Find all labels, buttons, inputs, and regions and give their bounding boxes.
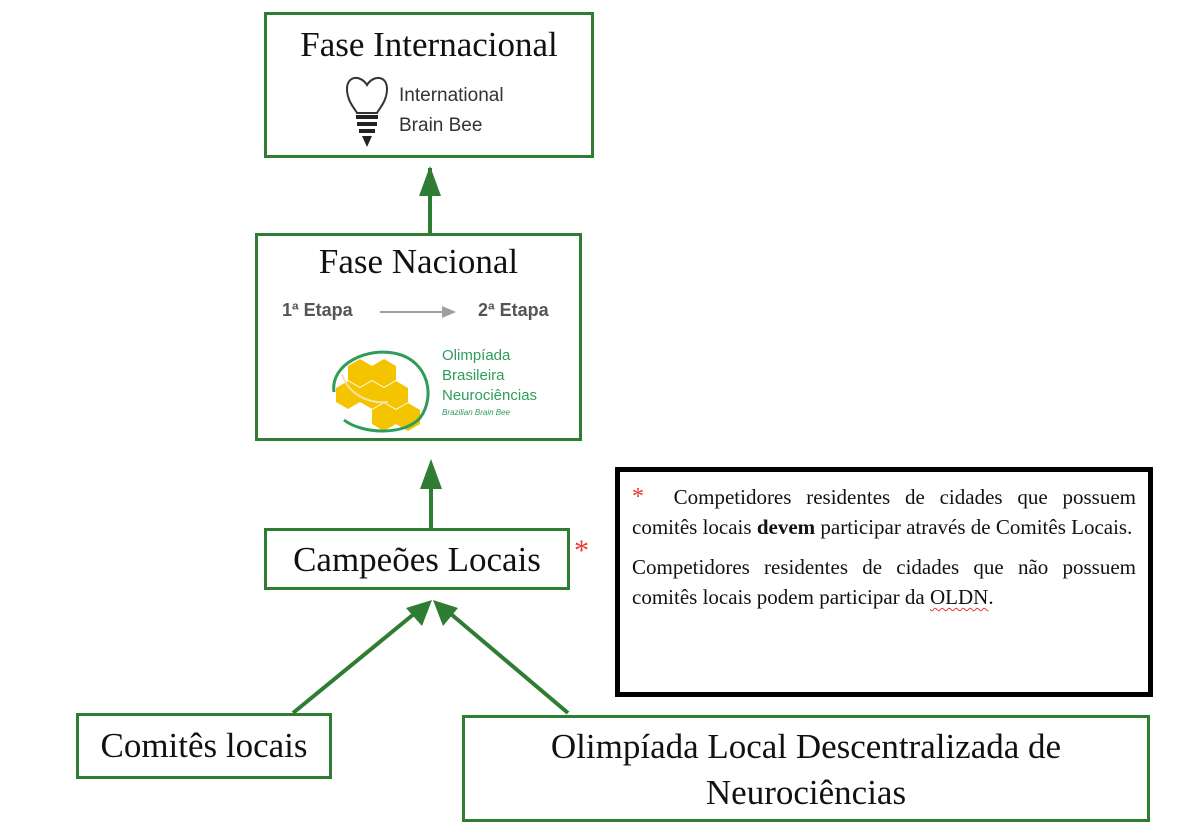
- arrowhead-to-national: [420, 459, 442, 489]
- arrowhead-oldn: [433, 600, 458, 626]
- oldn-honeycomb-logo-icon: [332, 350, 430, 433]
- stage-arrow-icon: [380, 306, 456, 318]
- national-phase-title: Fase Nacional: [318, 242, 519, 281]
- oldn-logo-line1: Olimpíada: [442, 347, 511, 364]
- note-paragraph-2: Competidores residentes de cidades que n…: [632, 552, 1136, 612]
- note-paragraph-1: * Competidores residentes de cidades que…: [632, 482, 1136, 542]
- local-champions-box: Campeões Locais: [264, 528, 570, 590]
- arrow-oldn-to-champions: [443, 607, 570, 715]
- local-committees-title: Comitês locais: [100, 726, 308, 765]
- brain-bee-logo-line1: International: [399, 85, 504, 106]
- oldn-logo-line3: Neurociências: [442, 387, 538, 404]
- stage-2-label: 2ª Etapa: [478, 300, 549, 320]
- note-p2-acronym: OLDN: [929, 585, 989, 609]
- local-champions-title: Campeões Locais: [293, 540, 541, 579]
- arrow-committees-to-champions: [291, 607, 422, 715]
- oldn-box: Olimpíada Local Descentralizada de Neuro…: [462, 715, 1150, 822]
- local-committees-box: Comitês locais: [76, 713, 332, 779]
- stage-1-label: 1ª Etapa: [282, 300, 353, 320]
- note-asterisk: *: [632, 484, 644, 510]
- note-box: * Competidores residentes de cidades que…: [615, 467, 1153, 697]
- oldn-logo-subtitle: Brazilian Brain Bee: [442, 408, 511, 417]
- note-p2-before: Competidores residentes de cidades que n…: [632, 555, 1136, 609]
- note-p1-after: participar através de Comitês Locais.: [820, 515, 1133, 539]
- oldn-title-line2: Neurociências: [705, 773, 907, 812]
- international-phase-box: Fase Internacional International Brain B…: [264, 12, 594, 158]
- note-p1-bold: devem: [756, 515, 816, 539]
- national-phase-box: Fase Nacional 1ª Etapa 2ª Etapa Olimpíad…: [255, 233, 582, 441]
- oldn-title-line1: Olimpíada Local Descentralizada de: [550, 727, 1062, 766]
- brain-bee-logo-line2: Brain Bee: [399, 115, 483, 136]
- international-phase-title: Fase Internacional: [300, 25, 558, 64]
- oldn-logo-line2: Brasileira: [442, 367, 505, 384]
- note-p1-before: Competidores residentes de cidades que p…: [632, 485, 1137, 539]
- local-champions-asterisk: *: [574, 534, 589, 567]
- note-p2-end: .: [988, 585, 994, 609]
- arrowhead-committees: [406, 600, 432, 626]
- brain-bee-logo-icon: [345, 77, 389, 147]
- arrowhead-to-international: [419, 166, 441, 196]
